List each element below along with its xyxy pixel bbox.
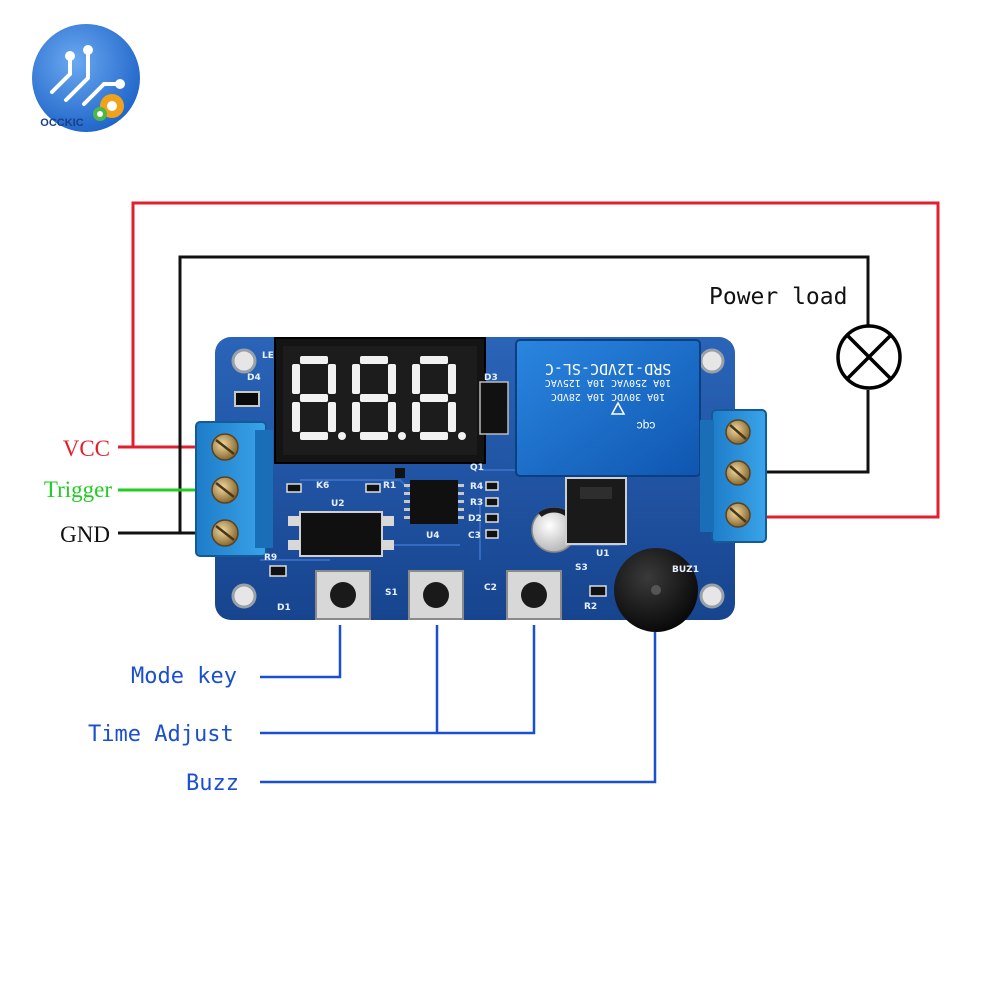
silk-s1: S1 xyxy=(385,588,398,598)
display-segment xyxy=(360,432,388,440)
silk-q1: Q1 xyxy=(470,463,484,473)
microcontroller-chip xyxy=(404,480,464,524)
power-load-label: Power load xyxy=(709,284,847,310)
gnd-label: GND xyxy=(60,522,110,547)
input-terminal-block xyxy=(195,421,273,557)
display-segment xyxy=(300,394,328,402)
display-segment xyxy=(292,364,300,394)
callout-lines xyxy=(260,625,657,784)
silk-u2: U2 xyxy=(331,499,345,509)
display-decimal-point xyxy=(338,432,346,440)
silk-r4: R4 xyxy=(470,482,483,492)
silk-d3: D3 xyxy=(484,373,498,383)
display-segment xyxy=(300,432,328,440)
load-return-wire xyxy=(760,390,870,474)
silk-d1: D1 xyxy=(277,603,291,613)
silk-c2: C2 xyxy=(484,583,497,593)
voltage-regulator xyxy=(565,477,627,545)
vcc-label: VCC xyxy=(63,436,110,461)
trigger-label: Trigger xyxy=(44,477,112,502)
smd-components xyxy=(269,381,607,597)
logo-text: OCCKIC xyxy=(40,117,83,129)
silk-s3: S3 xyxy=(575,563,588,573)
display-segment xyxy=(420,356,448,364)
brand-logo: OCCKIC xyxy=(32,24,140,132)
display-segment xyxy=(328,402,336,432)
silk-buz1: BUZ1 xyxy=(672,565,699,575)
display-segment xyxy=(352,364,360,394)
silk-r2: R2 xyxy=(584,602,597,612)
silk-led: LED xyxy=(262,351,281,361)
display-decimal-point xyxy=(398,432,406,440)
display-segment xyxy=(448,364,456,394)
time-adjust-up-button[interactable] xyxy=(506,570,562,620)
silk-d2: D2 xyxy=(468,514,482,524)
display-digit xyxy=(412,356,466,440)
display-segment xyxy=(412,364,420,394)
display-digits xyxy=(292,356,466,440)
silk-k6: K6 xyxy=(316,481,329,491)
display-segment xyxy=(388,402,396,432)
output-terminal-block xyxy=(700,409,767,543)
mode-key-button[interactable] xyxy=(315,570,371,620)
mounting-hole xyxy=(231,348,725,609)
silk-r1: R1 xyxy=(383,481,396,491)
display-decimal-point xyxy=(458,432,466,440)
display-segment xyxy=(448,402,456,432)
relay-rating-2: 10A 30VDC 10A 28VDC xyxy=(551,391,665,402)
display-digit xyxy=(292,356,346,440)
relay-model: SRD-12VDC-SL-C xyxy=(545,360,671,378)
lamp-icon xyxy=(836,324,902,390)
time-adjust-down-button[interactable] xyxy=(408,570,464,620)
led-indicator xyxy=(234,391,260,407)
silk-u1: U1 xyxy=(596,549,610,559)
mode-key-callout xyxy=(260,625,342,679)
silk-d4: D4 xyxy=(247,373,261,383)
silk-u4: U4 xyxy=(426,531,440,541)
relay-markings: SRD-12VDC-SL-C 10A 250VAC 10A 125VAC 10A… xyxy=(545,360,671,433)
buzz-callout xyxy=(260,632,657,784)
circuit-trace-icon xyxy=(50,50,120,106)
display-segment xyxy=(388,364,396,394)
relay-rating-1: 10A 250VAC 10A 125VAC xyxy=(545,377,671,388)
silk-r9: R9 xyxy=(264,553,277,563)
buzzer xyxy=(614,548,698,632)
warning-triangle-icon xyxy=(610,401,626,415)
time-adjust-callout xyxy=(260,625,536,735)
display-segment xyxy=(360,356,388,364)
silk-r3: R3 xyxy=(470,498,483,508)
display-segment xyxy=(360,394,388,402)
relay xyxy=(515,339,701,477)
display-segment xyxy=(328,364,336,394)
display-segment xyxy=(420,432,448,440)
vcc-wire xyxy=(131,201,940,519)
mode-key-label: Mode key xyxy=(131,664,237,689)
display-segment xyxy=(352,402,360,432)
buzz-label: Buzz xyxy=(186,771,239,796)
optocoupler-chip xyxy=(288,511,394,557)
display-segment xyxy=(300,356,328,364)
display-segment xyxy=(412,402,420,432)
display-digit xyxy=(352,356,406,440)
silk-c3: C3 xyxy=(468,531,481,541)
display-segment xyxy=(420,394,448,402)
gear-icon xyxy=(93,94,124,121)
time-adjust-label: Time Adjust xyxy=(88,722,234,747)
relay-brand: cqc xyxy=(637,419,656,433)
display-segment xyxy=(292,402,300,432)
